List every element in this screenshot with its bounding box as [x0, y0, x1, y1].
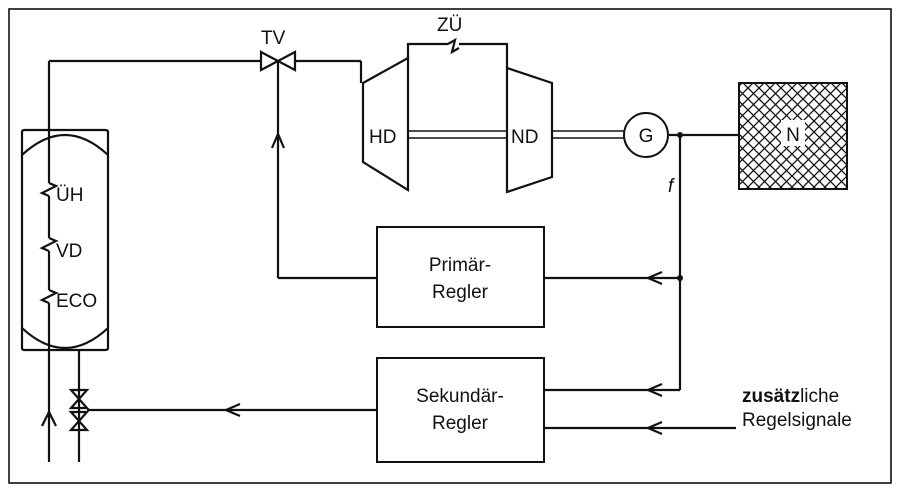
feedwater-valve-upper	[68, 388, 90, 410]
reheat-line-left	[406, 42, 448, 58]
label-extra-signals-line1: zusätzliche	[742, 386, 839, 407]
label-primary-line2: Regler	[432, 282, 489, 303]
primary-controller-box	[376, 226, 545, 328]
boiler-top-curve	[21, 134, 109, 156]
reheat-line-right	[459, 42, 509, 68]
label-extra-signals-line2: Regelsignale	[742, 410, 852, 431]
boiler-vessel	[20, 128, 110, 352]
label-generator: G	[639, 126, 654, 147]
hd-turbine	[361, 56, 410, 192]
label-evaporator: VD	[56, 241, 82, 262]
extra-signal-arrow	[645, 420, 663, 436]
label-economizer: ECO	[56, 291, 97, 312]
feedwater-arrow	[41, 409, 57, 427]
frequency-to-primary-arrow	[645, 270, 663, 286]
label-superheater: ÜH	[56, 185, 83, 206]
network-label-bg	[781, 120, 805, 146]
boiler-bottom-curve	[21, 327, 109, 349]
tv-valve-right	[275, 50, 297, 72]
eco-zigzag	[39, 288, 59, 305]
tv-valve-left	[259, 50, 281, 72]
label-hd-turbine: HD	[369, 127, 396, 148]
secondary-control-arrow	[223, 402, 241, 418]
outer-frame	[8, 8, 892, 484]
frequency-to-secondary-arrow	[645, 382, 663, 398]
label-tv-valve: TV	[261, 28, 286, 49]
label-extra-rest: liche	[800, 386, 839, 407]
label-nd-turbine: ND	[511, 127, 538, 148]
label-reheat: ZÜ	[437, 15, 462, 36]
valve-actuator-arrow	[270, 131, 286, 149]
label-network: N	[786, 125, 800, 146]
feedwater-valve-lower	[68, 410, 90, 432]
secondary-controller-box	[376, 357, 545, 463]
label-primary-line1: Primär-	[429, 255, 491, 276]
label-secondary-line2: Regler	[432, 413, 489, 434]
label-frequency: f	[668, 176, 675, 197]
label-extra-bold: zusätz	[742, 386, 800, 407]
vd-zigzag	[39, 236, 59, 253]
nd-turbine	[505, 66, 554, 194]
uh-zigzag	[39, 181, 59, 198]
label-secondary-line1: Sekundär-	[416, 386, 504, 407]
reheat-zigzag	[447, 37, 460, 55]
